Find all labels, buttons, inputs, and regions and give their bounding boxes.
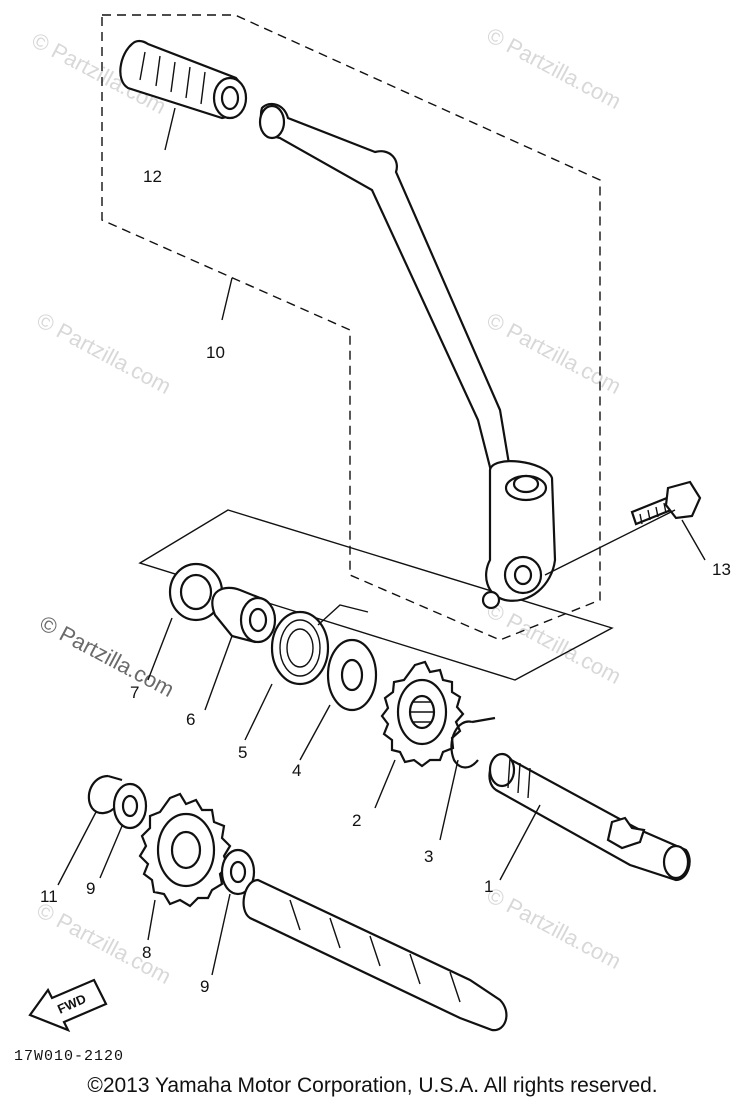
diagram-code: 17W010-2120 [14, 1048, 124, 1065]
torsion-spring-part [244, 604, 369, 741]
watermark-text: © Partzilla.com [483, 882, 626, 974]
watermark-text: © Partzilla.com [33, 897, 176, 989]
watermark-text: © Partzilla.com [483, 22, 626, 114]
copyright-notice: ©2013 Yamaha Motor Corporation, U.S.A. A… [87, 1074, 658, 1097]
watermark-text: © Partzilla.com [483, 597, 626, 689]
kick-grip-part [119, 39, 248, 151]
callout-9-lower: 9 [200, 977, 209, 996]
shaft-assembly-plane [138, 509, 614, 681]
callout-11: 10 [206, 343, 225, 362]
callout-10: 11 [40, 887, 58, 906]
callout-6: 6 [186, 710, 195, 729]
circlip-small-part [57, 774, 123, 886]
watermark-text: © Partzilla.com [483, 307, 626, 399]
washer-small-part-upper [99, 782, 148, 879]
kick-axle-part [488, 752, 691, 882]
callout-8: 8 [142, 943, 151, 962]
callout-1: 1 [484, 877, 493, 896]
kick-crank-lever-part [258, 102, 557, 610]
kick-gear-part [374, 660, 465, 809]
bolt-part [544, 480, 706, 576]
callout-12: 12 [143, 167, 162, 186]
callout-9-upper: 9 [86, 879, 95, 898]
watermark-text: © Partzilla.com [33, 307, 176, 399]
kick-crank-assembly-boundary [101, 14, 601, 641]
forward-direction-arrow-icon: FWD [28, 978, 108, 1033]
leader-line-11 [221, 277, 233, 321]
ratchet-gear-part [138, 792, 232, 941]
circlip-part [439, 716, 496, 841]
callout-13: 13 [712, 560, 731, 579]
callout-3: 3 [424, 847, 433, 866]
callout-5: 5 [238, 743, 247, 762]
collar-part [204, 586, 277, 711]
washer-part [299, 638, 378, 761]
washer-small-part-lower [211, 848, 256, 976]
callout-7: 7 [130, 683, 139, 702]
oil-seal-part [147, 562, 224, 681]
main-shaft-reference [242, 878, 508, 1032]
callout-4: 4 [292, 761, 301, 780]
callout-2: 2 [352, 811, 361, 830]
